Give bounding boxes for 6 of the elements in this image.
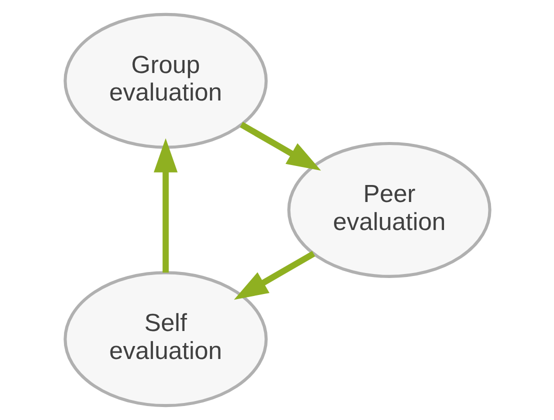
arrow (233, 251, 315, 300)
arrow (239, 122, 321, 171)
node-ellipse: Group evaluation (63, 12, 268, 149)
node-ellipse: Peer evaluation (286, 142, 491, 278)
arrow (153, 138, 178, 273)
node-ellipse: Self evaluation (63, 271, 268, 408)
